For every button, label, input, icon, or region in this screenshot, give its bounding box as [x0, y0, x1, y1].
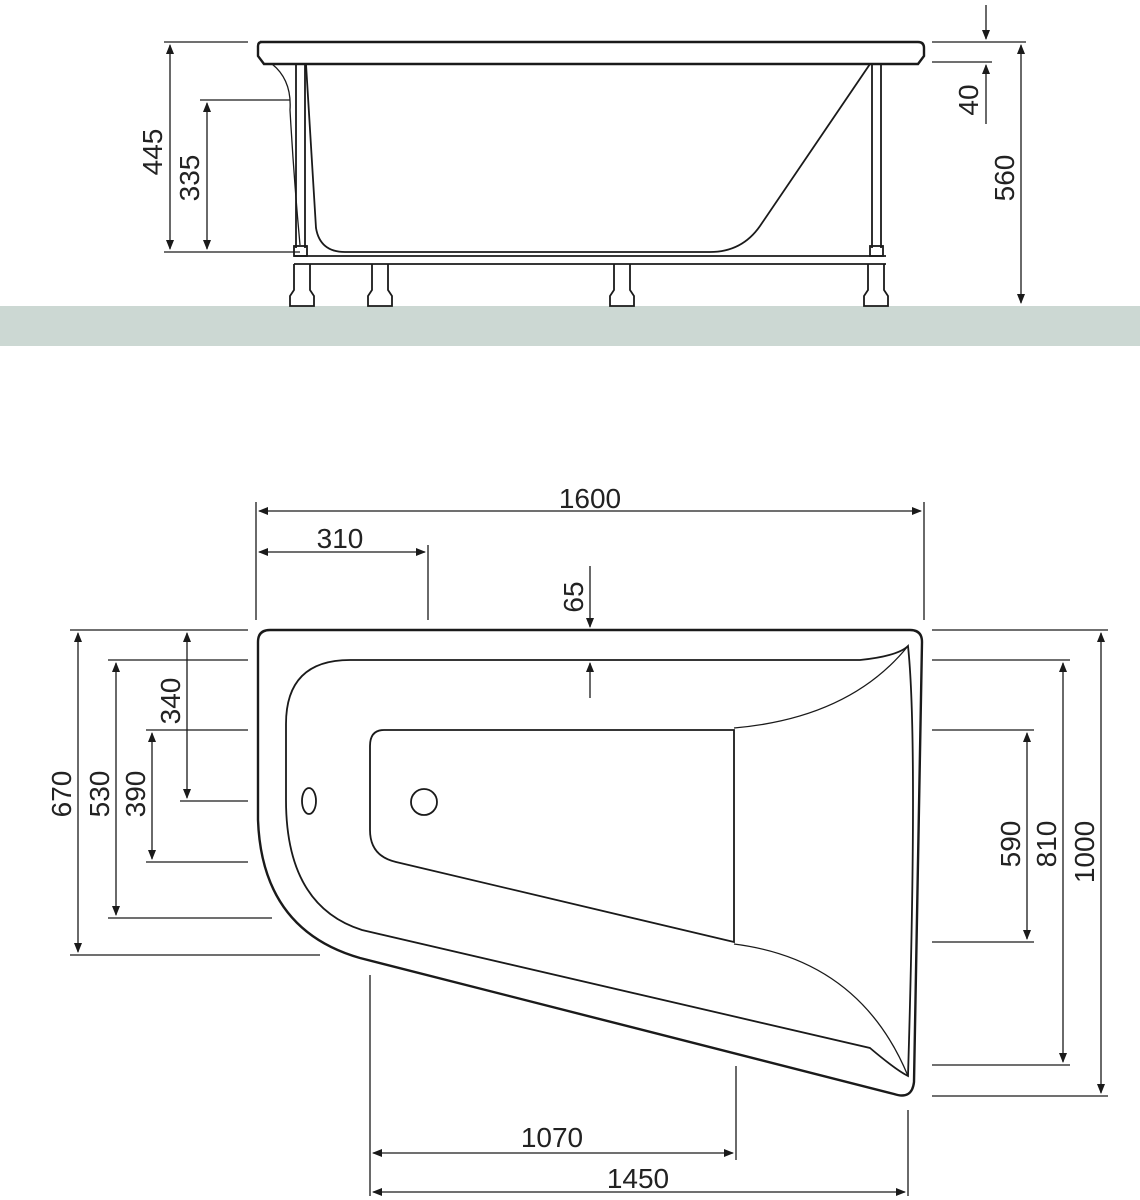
left-extension-lines	[70, 629, 320, 956]
dim-inner-depth: 335	[174, 99, 290, 250]
tub-inner-rim	[285, 644, 914, 1078]
dim-1450-label: 1450	[607, 1163, 669, 1194]
dim-right-seat-width: 590	[995, 732, 1031, 940]
tub-basin	[369, 729, 735, 944]
dim-left-total-width: 670	[46, 632, 82, 953]
dim-total-height: 560	[989, 44, 1025, 304]
dim-670-label: 670	[46, 771, 77, 818]
dim-810-label: 810	[1031, 821, 1062, 868]
tub-end-sweep	[733, 645, 909, 729]
tub-body	[305, 63, 871, 253]
dim-560-label: 560	[989, 155, 1020, 202]
dim-40-label: 40	[953, 84, 984, 115]
tub-apron	[271, 63, 301, 246]
dim-drain-offset: 310	[258, 523, 429, 620]
dim-left-inner-width: 530	[84, 662, 120, 916]
side-view: 445 335 40 560	[0, 5, 1140, 346]
overflow-drain	[301, 787, 317, 815]
tub-end-sweep-lower	[733, 943, 909, 1077]
dim-340-label: 340	[155, 678, 186, 725]
dim-1000-label: 1000	[1069, 821, 1100, 883]
dim-left-drain-width: 340	[155, 632, 191, 799]
dim-right-inner-width: 810	[1031, 662, 1067, 1063]
dim-65-label: 65	[558, 581, 589, 612]
dim-right-total-width: 1000	[1069, 632, 1105, 1094]
dim-1070-label: 1070	[521, 1122, 583, 1153]
tub-rim	[256, 40, 926, 66]
dim-rim-thickness: 40	[932, 5, 1026, 124]
dim-445-label: 445	[137, 129, 168, 176]
dim-530-label: 530	[84, 771, 115, 818]
floor-band	[0, 306, 1140, 346]
dim-335-label: 335	[174, 155, 205, 202]
dim-390-label: 390	[120, 771, 151, 818]
bottom-extension-lines	[369, 975, 909, 1196]
dim-bottom-length: 1450	[372, 1163, 906, 1196]
tub-outline	[256, 628, 924, 1097]
frame-legs	[293, 64, 886, 265]
dim-rim-width: 65	[558, 566, 594, 698]
dim-590-label: 590	[995, 821, 1026, 868]
dim-outer-depth: 445	[137, 41, 300, 253]
plan-view: 1600 310 65 670	[46, 483, 1108, 1196]
frame-feet	[289, 264, 889, 307]
dim-1600-label: 1600	[559, 483, 621, 514]
bottom-drain	[410, 788, 438, 816]
dim-bottom-seat-length: 1070	[372, 1122, 734, 1157]
dim-left-seat-width: 390	[120, 732, 156, 860]
right-extension-lines	[932, 629, 1108, 1097]
dim-310-label: 310	[317, 523, 364, 554]
dim-overall-length: 1600	[255, 483, 925, 620]
